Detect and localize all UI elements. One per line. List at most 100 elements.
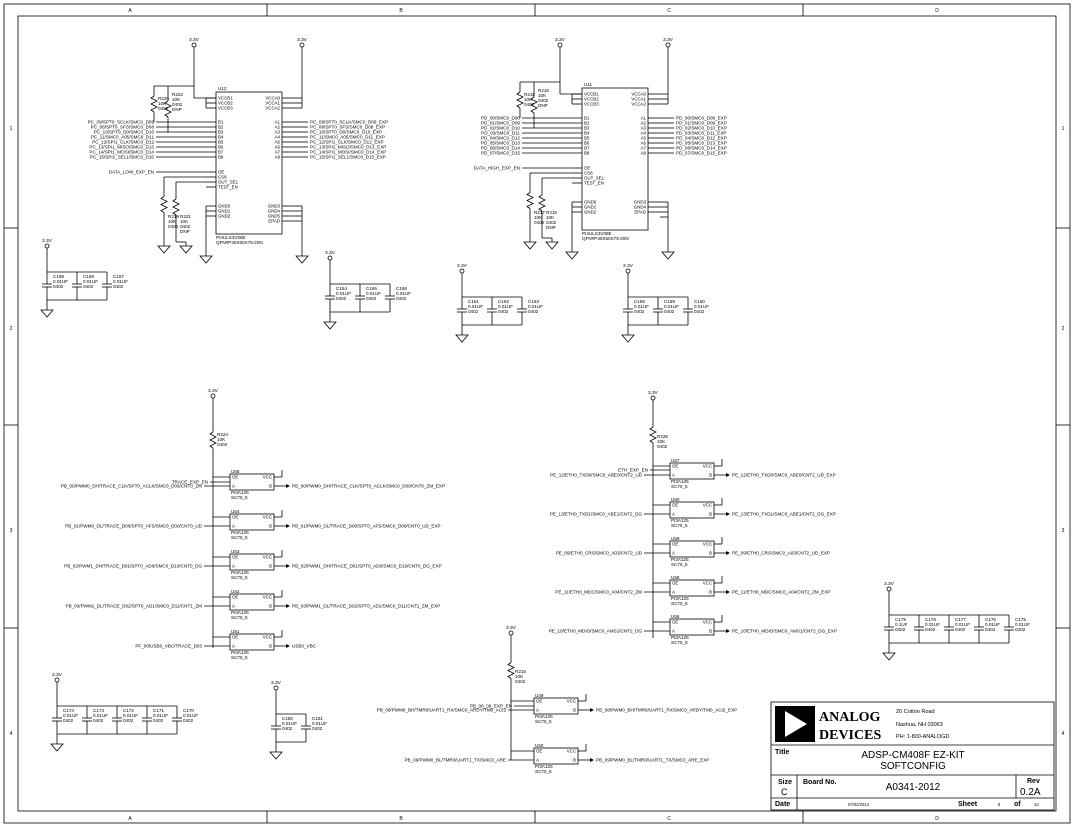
ic-pin-label: CS8 — [584, 171, 593, 176]
resistor-value: 10K — [538, 93, 547, 98]
switch-ref: U54 — [231, 509, 240, 514]
resistor-ref: R219 — [168, 214, 179, 219]
power-port-icon — [210, 393, 216, 399]
capacitor-ref: C164 — [336, 286, 347, 291]
switch-pin: A — [672, 473, 675, 478]
address-line-2: Nashua, NH 03063 — [896, 722, 943, 728]
switch-package: SC70_5 — [231, 535, 248, 540]
analog-switch-body — [229, 553, 275, 571]
ic-pin-label: OE — [584, 166, 590, 171]
switch-part: PI3A125 — [671, 596, 689, 601]
power-label: 3.3V — [663, 37, 674, 43]
resistor-ref: R218 — [524, 92, 535, 97]
resistor-value: 10K — [657, 439, 666, 444]
ic-pin-label: A5 — [641, 136, 647, 141]
ic-pin-label: B5 — [218, 140, 224, 145]
capacitor-ref: C160 — [694, 299, 705, 304]
net-label: PB_08/PWM0_BH/TMR0/UART1_RX/SMC0_ARDY/TM… — [377, 708, 507, 713]
ic-pin-label: A7 — [641, 146, 647, 151]
net-label: PE_11/ETH0_MDC/SMC0_A04/CNT2_ZM_EXP — [732, 590, 830, 595]
resistor-package: 0402 — [515, 679, 526, 684]
address-line-3: PH: 1-800-ANALOGD — [896, 734, 950, 740]
switch-ref: U51 — [231, 629, 240, 634]
rev-label: Rev — [1027, 778, 1040, 785]
resistor-ref: R224 — [217, 432, 228, 437]
net-label: PE_10/ETH0_MDIO/SMC0_AMS1/CNT2_DG_EXP — [732, 629, 837, 634]
resistor-value: 10K — [524, 97, 533, 102]
switch-package: SC70_5 — [671, 640, 688, 645]
net-label: PC_15/SPI1_SEL1/SMC0_D15 — [90, 155, 155, 160]
switch-pin: A — [536, 758, 539, 763]
switch-pin: VCC — [703, 503, 712, 508]
capacitor-package: 0402 — [153, 718, 164, 723]
ic-pin-label: VCCA0 — [631, 92, 646, 97]
capacitor-package: 0402 — [955, 627, 966, 632]
switch-package: SC70_5 — [231, 495, 248, 500]
ic-pin-label: CS8 — [218, 175, 227, 180]
net-label: PD_05/SMC0_D13_EXP — [676, 141, 727, 146]
ic-pin-label: TEST_EN — [218, 185, 238, 190]
switch-pin: VCC — [263, 515, 272, 520]
column-marker: A — [128, 8, 132, 14]
resistor-value: 10K — [180, 219, 189, 224]
net-label: PE_13/ETH0_TXD1/SMC0_ABE1/CNT2_DG_EXP — [732, 512, 836, 517]
switch-ref: U57 — [671, 458, 680, 463]
capacitor-package: 0402 — [113, 284, 124, 289]
resistor-ref: R216 — [538, 88, 549, 93]
ic-pin-label: OE — [218, 170, 224, 175]
ic-pin-label: B4 — [584, 131, 590, 136]
switch-package: SC70_5 — [671, 562, 688, 567]
ic-package: QFN#P30X60X75-20N — [216, 240, 263, 245]
offpage-arrow-icon — [286, 484, 290, 488]
power-label: 3.3V — [623, 263, 634, 269]
ic-pin-label: TEST_EN — [584, 181, 604, 186]
column-marker: B — [399, 8, 403, 14]
analog-switch-body — [669, 618, 715, 636]
capacitor-ref: C162 — [498, 299, 509, 304]
switch-pin: VCC — [703, 542, 712, 547]
ic-pin-label: VCCA2 — [631, 102, 646, 107]
ic-pin-label: B2 — [584, 121, 590, 126]
capacitor-ref: C180 — [282, 716, 293, 721]
capacitor-package: 0402 — [895, 627, 906, 632]
ic-pin-label: A6 — [641, 141, 647, 146]
ground-icon — [50, 743, 64, 752]
ic-pin-label: VCCB2 — [218, 101, 233, 106]
capacitor-value: 0.01UF — [83, 279, 98, 284]
ic-pin-label: B6 — [584, 141, 590, 146]
capacitor-ref: C165 — [366, 286, 377, 291]
switch-ref: U50 — [535, 743, 544, 748]
ground-icon — [523, 241, 537, 250]
net-label: PD_04/SMC0_D12_EXP — [676, 136, 727, 141]
net-label: PB_03/PWM1_DL/TRACE_D02/SPT0_AD1/SMC0_D1… — [66, 604, 203, 609]
column-marker: C — [667, 816, 671, 822]
switch-pin: A — [232, 484, 235, 489]
switch-pin: OE — [232, 515, 238, 520]
capacitor-package: 0402 — [183, 718, 194, 723]
analog-switch-body — [669, 579, 715, 597]
power-label: 3.3V — [208, 388, 219, 394]
net-label: PB_02/PWM1_DH/TRACE_D01/SPT0_AD0/SMC0_D1… — [64, 564, 202, 569]
resistor-ref: R221 — [180, 214, 191, 219]
net-label: PE_12/ETH0_TXD0/SMC0_ABE0/CNT2_UD — [550, 473, 643, 478]
resistor-icon — [649, 426, 657, 444]
switch-pin: OE — [232, 555, 238, 560]
power-port-icon — [886, 586, 892, 592]
decoupling-capacitors: 3.3VC1690.01UF0402C1680.01UF0402C1670.01… — [40, 238, 1030, 760]
ic-pin-label: OUT_SEL — [584, 176, 605, 181]
switch-package: SC70_5 — [231, 575, 248, 580]
offpage-arrow-icon — [726, 629, 730, 633]
row-marker: 4 — [1062, 731, 1065, 737]
power-label: 3.3V — [648, 390, 659, 396]
address-line-1: 20 Cotton Road — [896, 709, 935, 715]
eth-switch-bank: 3.3VR22510K0402ETH_EXP_ENU57PI3A125SC70_… — [549, 390, 837, 645]
power-label: 3.3V — [42, 238, 53, 244]
capacitor-package: 0402 — [925, 627, 936, 632]
power-port-icon — [625, 268, 631, 274]
ic-package: QFN#P30X60X75-20N — [582, 236, 629, 241]
net-label: PD_00/SMC0_D08_EXP — [676, 116, 727, 121]
switch-ref: U59 — [671, 536, 680, 541]
ic-pin-label: GND0 — [218, 204, 231, 209]
ic-pin-label: GND2 — [584, 210, 597, 215]
resistor-icon — [160, 196, 168, 213]
